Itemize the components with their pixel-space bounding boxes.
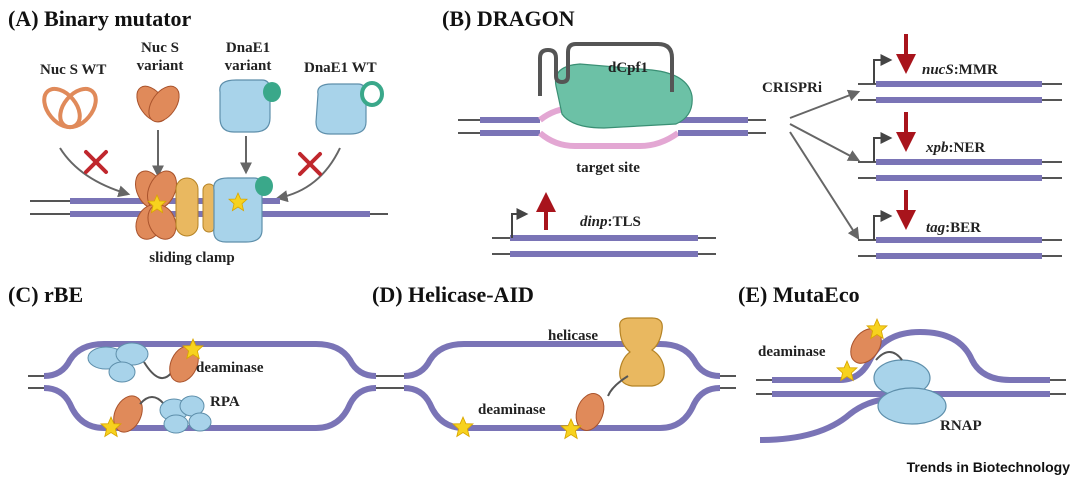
tag-label: tag:BER [926, 220, 981, 236]
panel-b-title: (B) DRAGON [442, 6, 575, 31]
panel-e-title: (E) MutaEco [738, 282, 860, 307]
rbe-top-complex [87, 338, 204, 383]
rnap-protein [873, 359, 947, 425]
rbe-bottom-complex [100, 395, 212, 437]
nuc-s-variant-shape [136, 85, 180, 123]
dnae1-variant-label-1: DnaE1 [226, 40, 270, 56]
crispri-label: CRISPRi [762, 80, 822, 96]
panel-c-dna [28, 341, 392, 431]
dinp-label: dinp:TLS [580, 214, 641, 230]
panel-d: (D) Helicase-AID helicase deaminase [372, 282, 736, 439]
xpb-pathway: :NER [949, 140, 986, 156]
aid-deaminase [452, 393, 605, 439]
nucs-gene-name: nucS [922, 62, 954, 78]
panel-d-dna [388, 341, 736, 431]
mutation-star-icon [452, 416, 474, 437]
nucs-gene [858, 34, 1062, 103]
panel-e: (E) MutaEco RNAP deaminase [738, 282, 1066, 443]
xpb-gene-name: xpb [925, 140, 949, 156]
cross-icon [298, 152, 322, 176]
journal-credit: Trends in Biotechnology [907, 459, 1071, 475]
nuc-s-wt-label: Nuc S WT [40, 62, 106, 78]
helicase-protein [619, 317, 665, 387]
helicase-aid-deaminase-label: deaminase [478, 402, 546, 418]
dnae1-variant-shape [219, 79, 281, 133]
tag-gene [858, 190, 1062, 259]
panel-d-title: (D) Helicase-AID [372, 282, 534, 307]
mutaeco-deaminase [836, 318, 888, 381]
panel-b: (B) DRAGON dCpf1 target site [442, 6, 1062, 259]
tag-gene-name: tag [926, 220, 946, 236]
cross-icon [84, 150, 108, 174]
dcpf1-protein [538, 42, 693, 129]
panel-c-title: (C) rBE [8, 282, 83, 307]
dnae1-wt-shape [315, 81, 384, 135]
rbe-deaminase-label: deaminase [196, 360, 264, 376]
nuc-s-variant-label-1: Nuc S [141, 40, 179, 56]
panel-c: (C) rBE deaminase [8, 282, 392, 437]
mutaeco-deaminase-label: deaminase [758, 344, 826, 360]
dnae1-wt-label: DnaE1 WT [304, 60, 377, 76]
xpb-gene [858, 112, 1062, 181]
dinp-gene [492, 192, 716, 257]
nucs-label: nucS:MMR [922, 62, 998, 78]
helicase-label: helicase [548, 328, 598, 344]
xpb-label: xpb:NER [925, 140, 985, 156]
target-site-label: target site [576, 160, 640, 176]
dnae1-variant-label-2: variant [225, 58, 272, 74]
dinp-gene-name: dinp [580, 214, 608, 230]
tag-pathway: :BER [945, 220, 981, 236]
panel-a: (A) Binary mutator Nuc S WT Nuc S varian… [8, 6, 388, 266]
panel-a-title: (A) Binary mutator [8, 6, 192, 31]
sliding-clamp-label: sliding clamp [149, 250, 234, 266]
nuc-s-variant-label-2: variant [137, 58, 184, 74]
rnap-label: RNAP [940, 418, 982, 434]
dinp-pathway: :TLS [608, 214, 641, 230]
binary-complex [134, 170, 273, 243]
nuc-s-wt-shape [42, 86, 98, 130]
rpa-label: RPA [210, 394, 240, 410]
nucs-pathway: :MMR [954, 62, 998, 78]
dcpf1-label: dCpf1 [608, 60, 648, 76]
